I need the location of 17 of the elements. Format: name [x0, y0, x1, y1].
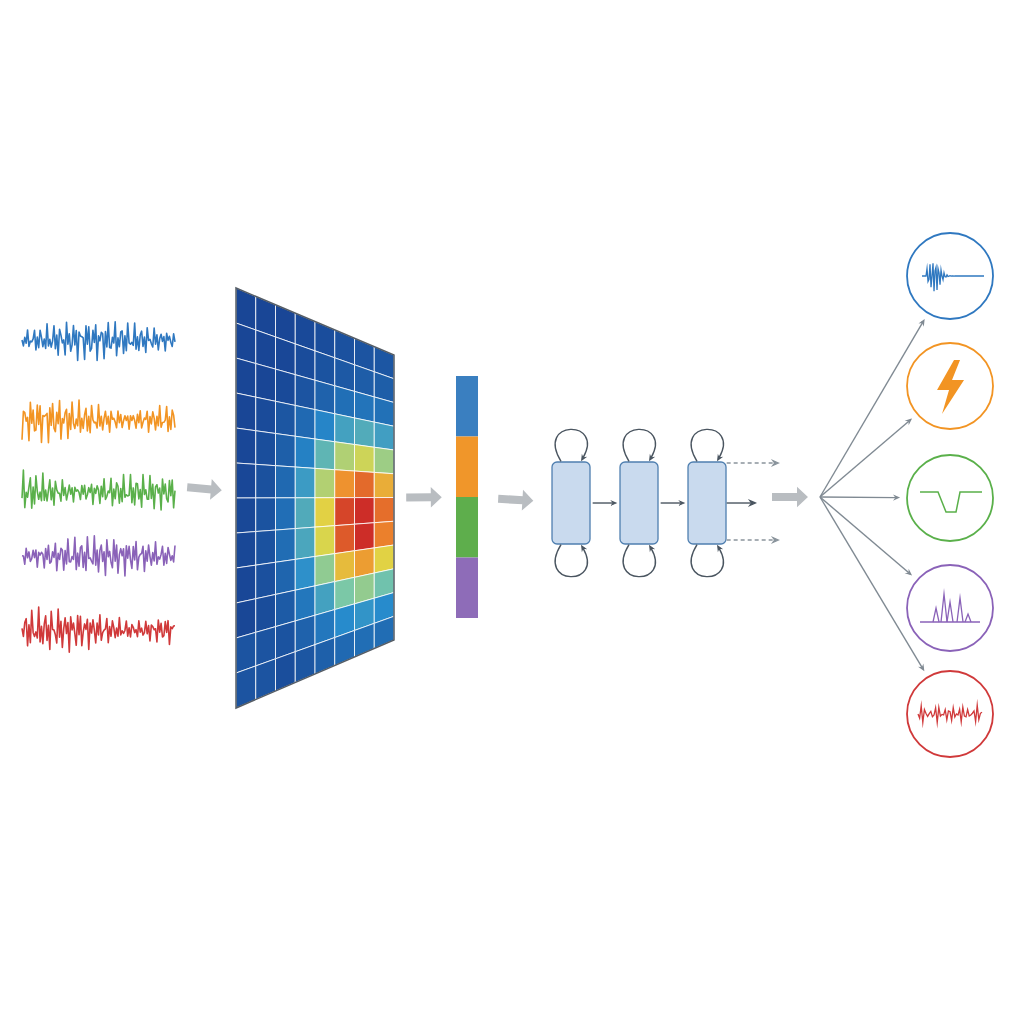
output-circle: [906, 670, 994, 758]
output-circle: [906, 564, 994, 652]
cell-box: [551, 461, 591, 545]
loop-arrow: [622, 428, 656, 463]
cell-box: [687, 461, 727, 545]
arrow: [819, 319, 925, 498]
loop-arrow: [554, 543, 588, 578]
loop-arrow: [554, 428, 588, 463]
loop-arrow: [622, 543, 656, 578]
output-circle: [906, 342, 994, 430]
waveform-drawing: [21, 320, 176, 654]
output-circle: [906, 454, 994, 542]
cell-box: [619, 461, 659, 545]
feature-bar: [456, 376, 478, 618]
loop-arrow: [690, 543, 724, 578]
output-circle: [906, 232, 994, 320]
loop-arrow: [690, 428, 724, 463]
